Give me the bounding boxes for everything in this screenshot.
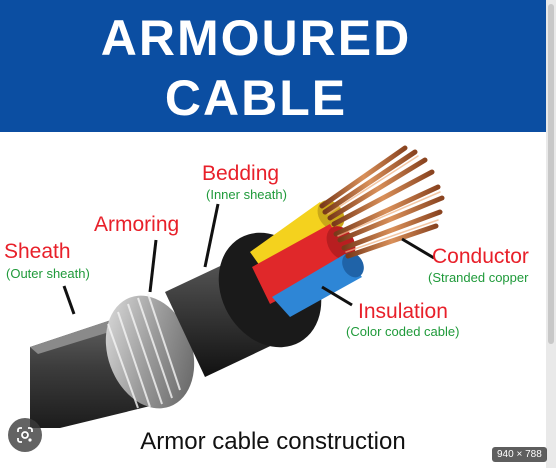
google-lens-icon: [17, 427, 33, 443]
armor-layer: [105, 293, 195, 409]
label-insulation-sub: (Color coded cable): [346, 324, 460, 339]
leader-insulation: [321, 285, 353, 307]
caption: Armor cable construction: [140, 428, 406, 455]
label-conductor-sub: (Stranded copper: [428, 270, 529, 285]
label-insulation: Insulation: [358, 300, 448, 323]
label-sheath: Sheath: [4, 240, 71, 263]
leader-bedding: [203, 203, 220, 268]
copper-conductors: [319, 145, 445, 259]
leader-lines: [62, 203, 435, 315]
leader-conductor: [401, 237, 435, 260]
label-bedding-sub: (Inner sheath): [206, 187, 287, 202]
scrollbar[interactable]: [548, 4, 554, 344]
image-dimensions-badge: 940 × 788: [492, 447, 547, 462]
leader-sheath: [62, 285, 76, 315]
cable-illustration: [30, 145, 445, 428]
label-bedding: Bedding: [202, 162, 280, 185]
leader-armoring: [148, 239, 158, 293]
label-sheath-sub: (Outer sheath): [6, 266, 90, 281]
title-line-1: ARMOURED: [100, 10, 412, 66]
red-core: [252, 224, 352, 304]
label-conductor: Conductor: [432, 245, 529, 268]
lens-button[interactable]: [8, 418, 42, 452]
title-line-2: CABLE: [164, 70, 348, 126]
header-banner: ARMOURED CABLE: [0, 0, 546, 132]
blue-core: [272, 254, 362, 317]
label-armoring: Armoring: [94, 213, 180, 236]
